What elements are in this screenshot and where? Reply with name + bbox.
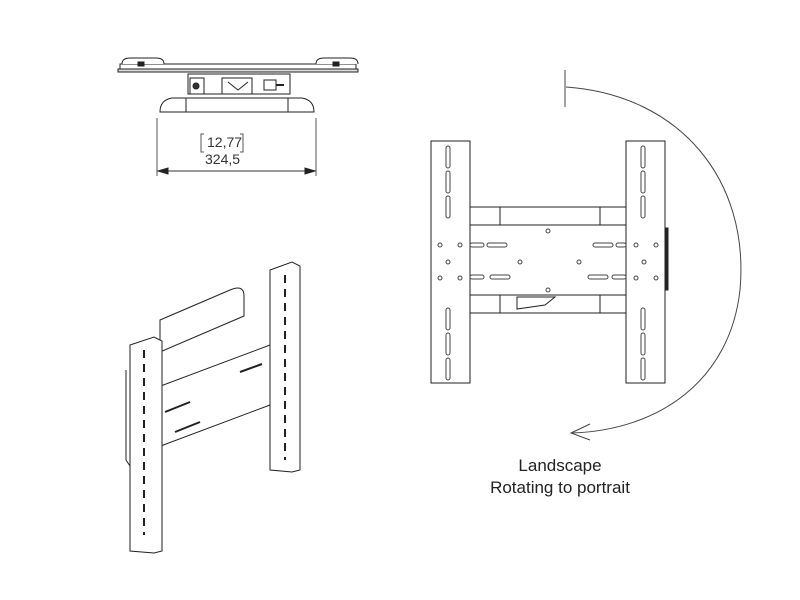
front-view [430, 140, 669, 384]
top-view [117, 57, 359, 176]
dimension-millimeters: 324,5 [205, 151, 241, 167]
isometric-view [125, 261, 301, 554]
rotation-arrow-icon [564, 70, 742, 441]
caption-rotating: Rotating to portrait [490, 478, 630, 497]
caption-landscape: Landscape [518, 456, 602, 475]
dimension-inches: 12,77 [207, 134, 243, 150]
